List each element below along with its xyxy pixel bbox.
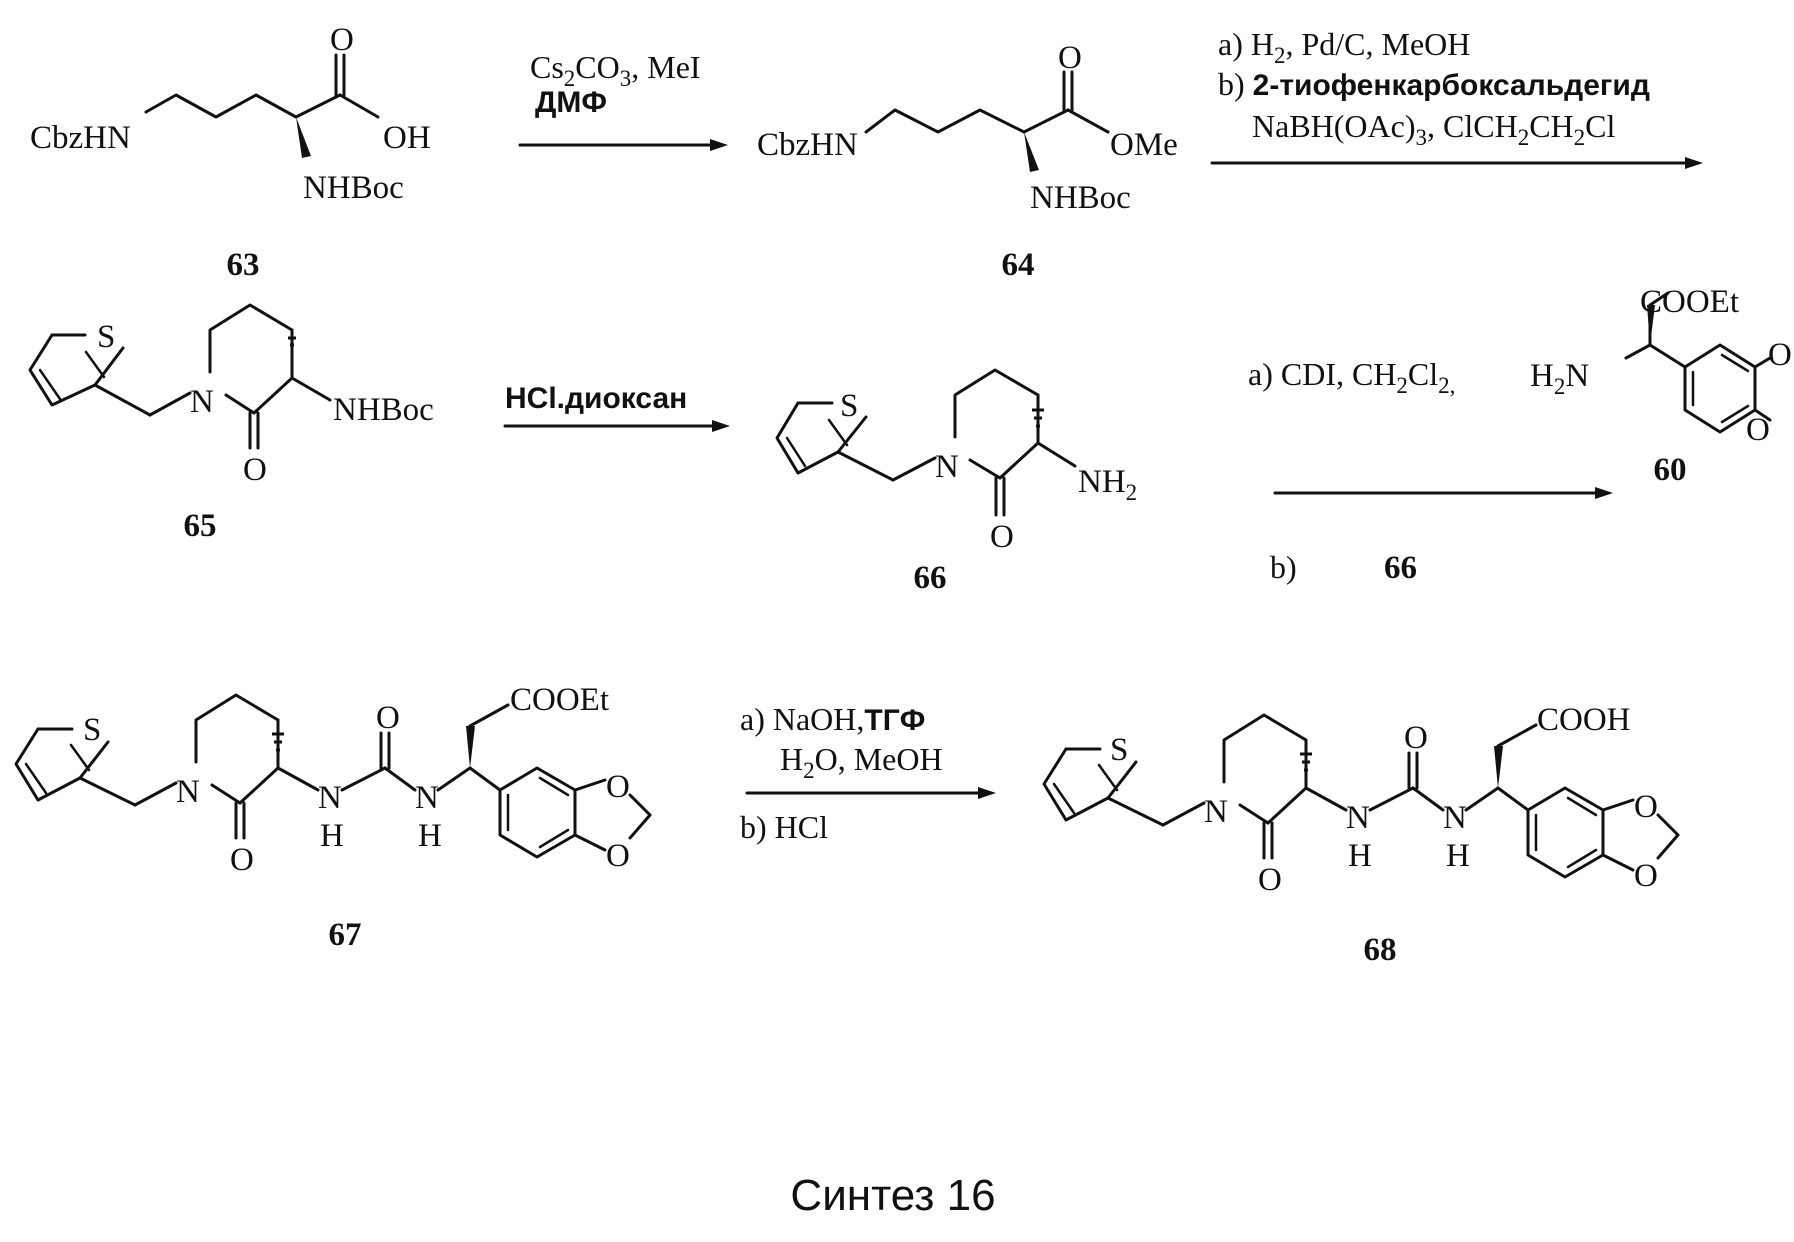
urea-oxygen: O [1404, 720, 1428, 756]
dioxole-oxygen-1: O [606, 769, 630, 805]
step-b-label: b) [1270, 549, 1297, 585]
reagent-line-c: NaBH(OAc)3, ClCH2CH2Cl [1252, 108, 1615, 150]
thiophene-sulfur: S [840, 388, 858, 424]
reaction-arrow-5: a) NaOH,ТГФ H2O, MeOH b) HCl [740, 701, 996, 845]
reaction-arrow-1: Cs2CO3, MeI ДМФ [520, 49, 728, 151]
reaction-arrow-2: a) H2, Pd/C, MeOH b) 2-тиофенкарбоксальд… [1212, 26, 1703, 169]
cbzhn-label: CbzHN [757, 127, 858, 163]
ring-nitrogen: N [935, 449, 959, 485]
hydroxyl-label: OH [383, 120, 431, 156]
reagent-line-a: a) H2, Pd/C, MeOH [1218, 26, 1470, 68]
nhboc-label: NHBoc [1030, 180, 1131, 216]
carbonyl-oxygen: O [330, 22, 354, 58]
stereo-wedge [1024, 132, 1039, 172]
reagent-line-2: H2O, MeOH [780, 741, 943, 783]
reagent-line-b: b) 2-тиофенкарбоксальдегид [1218, 66, 1650, 102]
compound-number-63: 63 [227, 247, 260, 283]
stereo-wedge [466, 726, 475, 768]
compound-66-structure: S N O NH2 66 [777, 370, 1137, 596]
ring-nitrogen: N [176, 774, 200, 810]
compound-63-structure: CbzHN O OH NHBoc 63 [30, 22, 431, 283]
compound-68-structure: S N O N H O N H COOH [1044, 702, 1678, 968]
reagent-cdi: a) CDI, CH2Cl2, [1248, 356, 1455, 398]
ring-nitrogen: N [190, 384, 214, 420]
compound-number-67: 67 [329, 917, 362, 953]
compound-number-66: 66 [914, 560, 947, 596]
urea-h-2: H [1446, 838, 1470, 874]
urea-nitrogen-2: N [415, 780, 439, 816]
carbonyl-oxygen: O [1058, 40, 1082, 76]
reagent-cs2co3: Cs2CO3, MeI [530, 49, 701, 91]
dioxole-oxygen-2: O [1746, 412, 1770, 448]
nhboc-label: NHBoc [333, 392, 434, 428]
urea-h-1: H [320, 818, 344, 854]
dioxole-oxygen-2: O [606, 838, 630, 874]
dioxole-oxygen-2: O [1634, 858, 1658, 894]
stereo-wedge [296, 117, 311, 158]
compound-65-structure: S N O NHBoc 65 [30, 305, 434, 544]
ester-label: COOEt [1640, 284, 1739, 320]
urea-h-2: H [418, 818, 442, 854]
urea-nitrogen-1: N [318, 780, 342, 816]
dioxole-oxygen-1: O [1634, 789, 1658, 825]
amine-label: NH2 [1078, 464, 1137, 505]
ring-nitrogen: N [1204, 794, 1228, 830]
ome-label: OMe [1110, 127, 1178, 163]
compound-number-60: 60 [1654, 452, 1687, 488]
compound-67-structure: S N O N H O N H COOEt [16, 682, 650, 953]
carbonyl-oxygen: O [243, 452, 267, 488]
thiophene-sulfur: S [1110, 732, 1128, 768]
reagent-hcl-dioxane: HCl.диоксан [505, 382, 687, 415]
reagent-line-a: a) NaOH,ТГФ [740, 701, 925, 737]
acid-label: COOH [1537, 702, 1631, 738]
thiophene-sulfur: S [83, 712, 101, 748]
ester-label: COOEt [510, 682, 609, 718]
lactam-oxygen: O [230, 842, 254, 878]
solvent-dmf: ДМФ [535, 86, 607, 119]
lactam-oxygen: O [1258, 862, 1282, 898]
urea-h-1: H [1348, 838, 1372, 874]
urea-nitrogen-2: N [1443, 800, 1467, 836]
compound-number-64: 64 [1002, 247, 1035, 283]
stereo-wedge [1494, 746, 1503, 788]
urea-nitrogen-1: N [1346, 800, 1370, 836]
scheme-caption: Синтез 16 [790, 1171, 995, 1220]
reaction-arrow-3: HCl.диоксан [505, 382, 730, 432]
compound-60-structure: O O COOEt H2N 60 [1530, 284, 1792, 488]
dioxole-oxygen-1: O [1768, 337, 1792, 373]
compound-number-68: 68 [1364, 932, 1397, 968]
reagent-line-b: b) HCl [740, 809, 828, 845]
nhboc-label: NHBoc [303, 170, 404, 206]
cbzhn-label: CbzHN [30, 120, 131, 156]
compound-number-65: 65 [184, 508, 217, 544]
thiophene-sulfur: S [97, 319, 115, 355]
amine-label: H2N [1530, 358, 1589, 399]
step-b-compound-66: 66 [1384, 550, 1417, 586]
compound-64-structure: CbzHN O OMe NHBoc 64 [757, 40, 1178, 283]
urea-oxygen: O [376, 700, 400, 736]
carbonyl-oxygen: O [990, 519, 1014, 555]
